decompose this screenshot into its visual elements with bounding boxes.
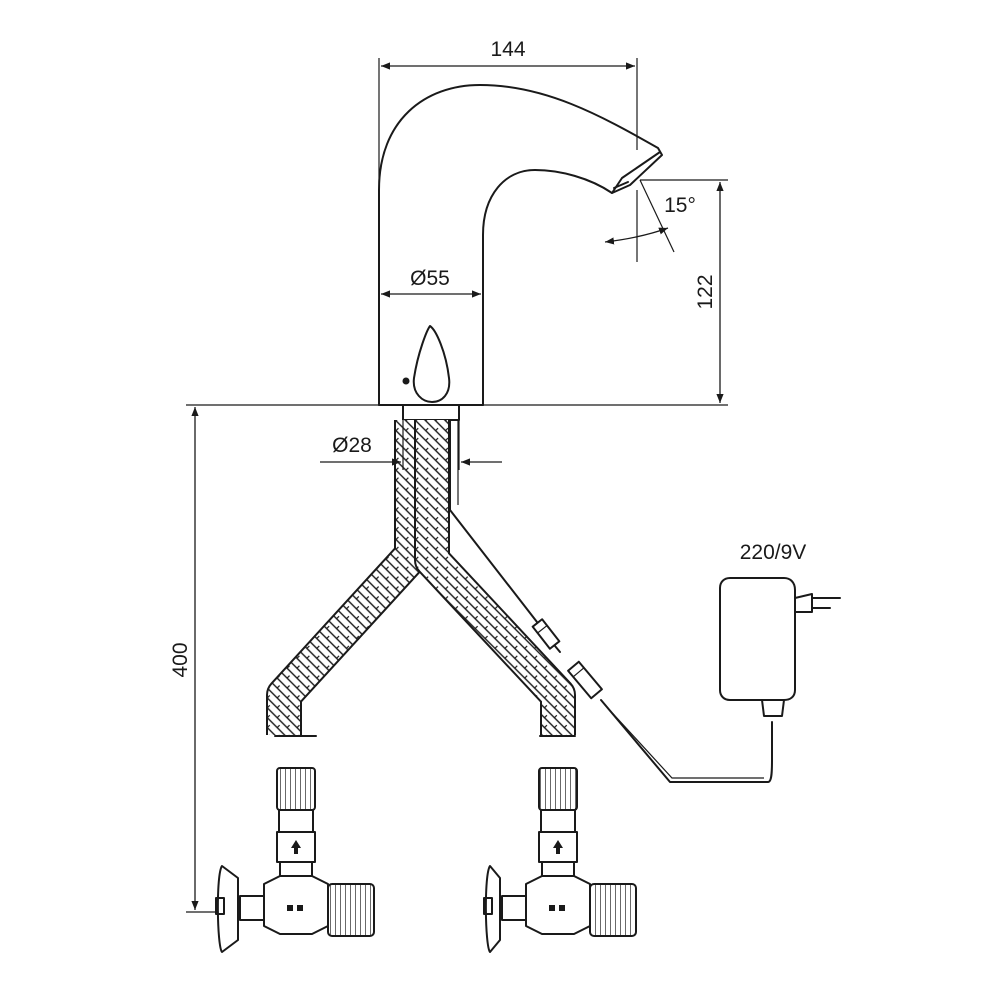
right-angle-valve xyxy=(483,767,637,953)
dimension-spout-angle xyxy=(604,179,675,262)
left-angle-valve xyxy=(215,767,375,953)
sensor-cable-connector xyxy=(531,618,561,650)
mounting-shank xyxy=(402,404,460,421)
dimension-total-height-label: 400 xyxy=(169,642,192,677)
dimension-total-height xyxy=(186,404,379,913)
dimension-shank-diameter-label: Ø28 xyxy=(332,434,372,457)
lever-handle xyxy=(402,325,451,403)
sensor-cable xyxy=(449,419,561,653)
power-cable xyxy=(567,660,773,783)
power-supply-rating: 220/9V xyxy=(740,541,807,564)
dimension-spout-angle-label: 15° xyxy=(664,194,696,217)
dimension-spout-height-label: 122 xyxy=(694,274,717,309)
faucet-body xyxy=(378,84,663,406)
dimension-width xyxy=(378,58,638,190)
dimension-shank-diameter xyxy=(320,420,502,470)
power-adapter xyxy=(719,577,841,717)
dimension-width-label: 144 xyxy=(490,38,525,61)
dimension-body-diameter-label: Ø55 xyxy=(410,267,450,290)
braided-supply-hoses xyxy=(266,420,576,737)
dimension-spout-height xyxy=(483,179,728,406)
power-cable-connector xyxy=(567,660,603,700)
